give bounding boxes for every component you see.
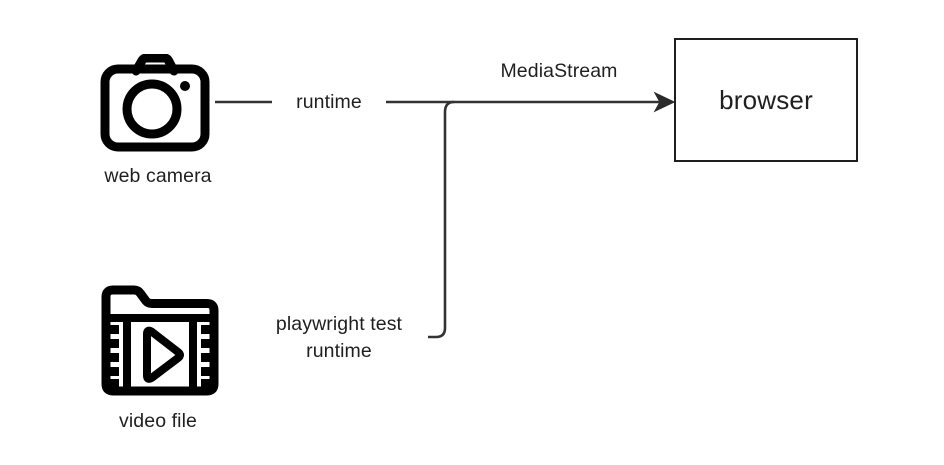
- wire-video-to-junction: [250, 100, 455, 339]
- browser-node-label: browser: [719, 84, 813, 115]
- browser-node: browser: [674, 38, 858, 162]
- edge-label-playwright-line1: playwright test: [275, 313, 403, 335]
- web-camera-caption: web camera: [104, 165, 212, 187]
- camera-icon: [100, 53, 212, 159]
- edge-label-mediastream: MediaStream: [479, 58, 639, 85]
- video-file-caption: video file: [119, 410, 197, 432]
- arrowhead-to-browser: [653, 91, 676, 113]
- edge-label-playwright-runtime: playwright test runtime: [250, 311, 428, 365]
- video-file-icon: [97, 284, 223, 403]
- edge-label-playwright-line2: runtime: [306, 340, 372, 362]
- edge-label-runtime: runtime: [272, 89, 386, 116]
